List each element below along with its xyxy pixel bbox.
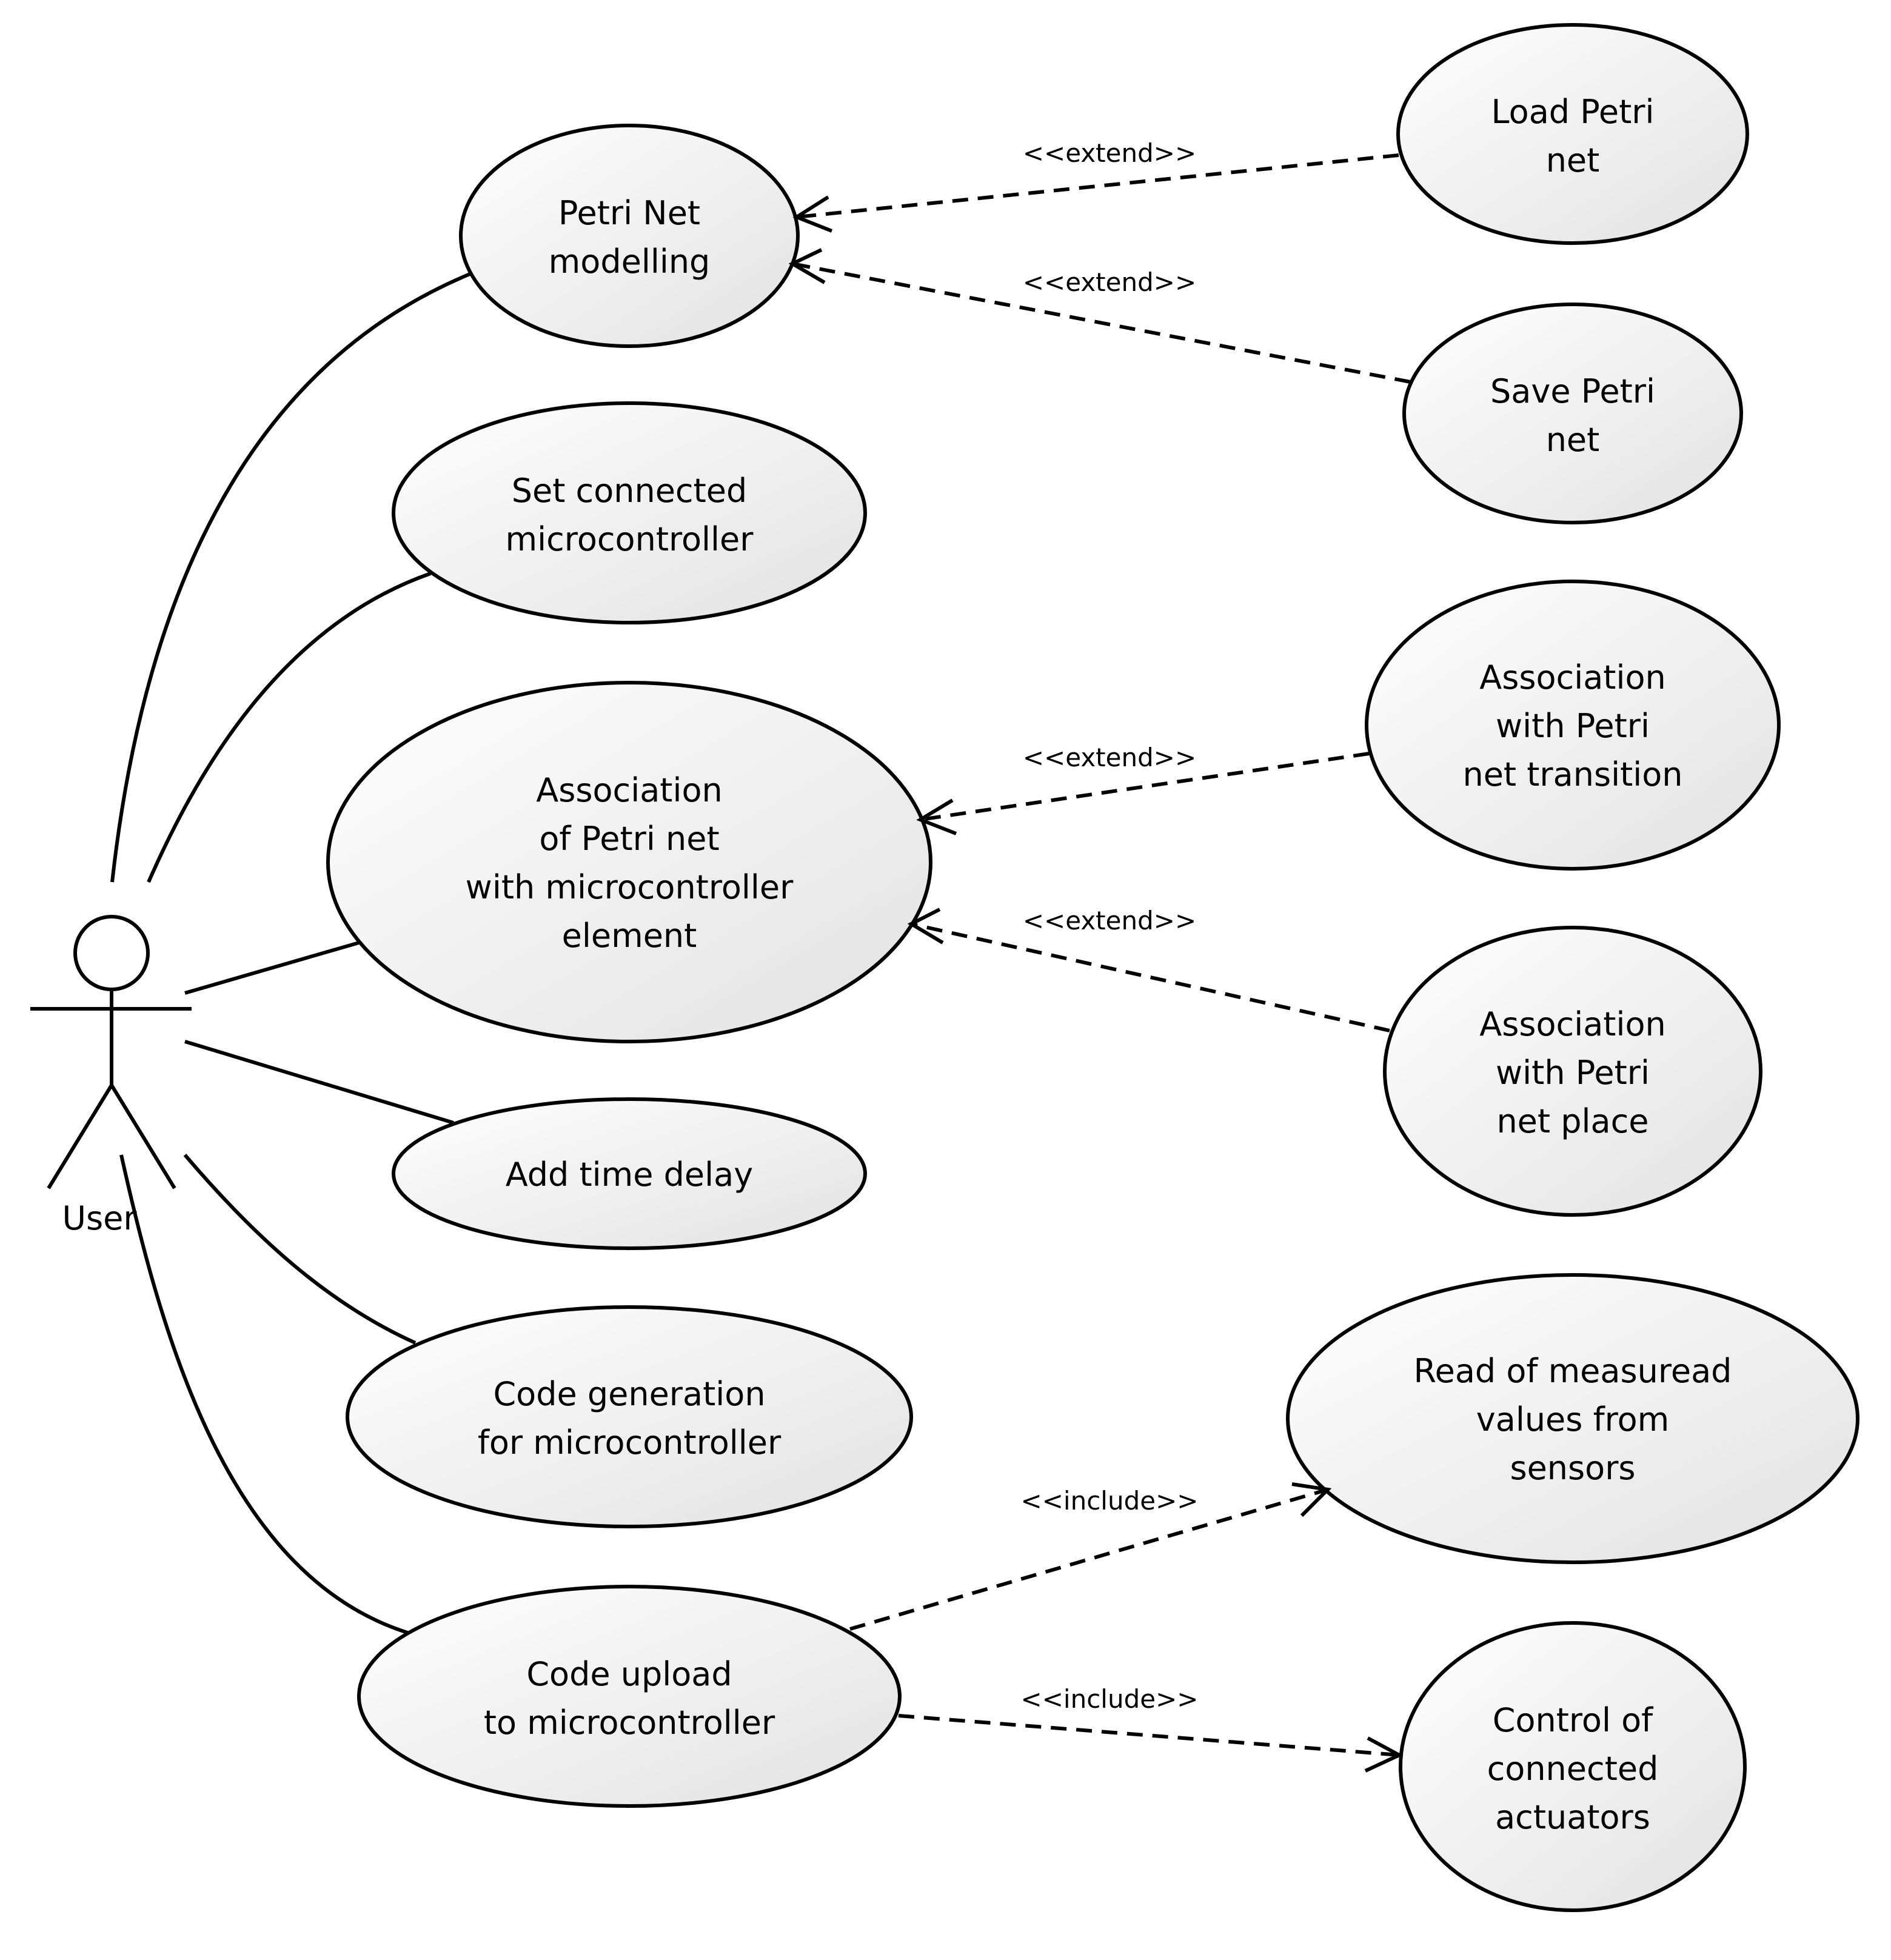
- use-case-save-petri-net[interactable]: Save Petri net: [1402, 303, 1743, 524]
- stereotype-label: <<extend>>: [1023, 743, 1196, 772]
- dependency-line: [792, 262, 1411, 384]
- use-case-label: Save Petri: [1490, 372, 1655, 410]
- use-case-label: Association: [536, 771, 722, 809]
- use-case-label: net: [1546, 421, 1600, 459]
- use-case-label: Control of: [1493, 1701, 1654, 1739]
- use-case-ellipse: [346, 1305, 913, 1528]
- stereotype-label: <<include>>: [1021, 1684, 1199, 1714]
- use-case-label: connected: [1487, 1750, 1659, 1788]
- use-case-label: net place: [1496, 1102, 1648, 1140]
- use-case-label: Set connected: [512, 472, 748, 510]
- use-case-code-upload[interactable]: Code upload to microcontroller: [357, 1585, 902, 1808]
- use-case-control-actuators[interactable]: Control of connected actuators: [1399, 1621, 1747, 1912]
- arrowhead: [916, 798, 957, 835]
- arrowhead: [1364, 1736, 1404, 1773]
- use-case-ellipse: [326, 681, 932, 1043]
- use-case-load-petri-net[interactable]: Load Petri net: [1396, 23, 1749, 245]
- use-case-ellipse: [1402, 303, 1743, 524]
- use-case-ellipse: [1399, 1621, 1747, 1912]
- dependency-save-extend: <<extend>>: [788, 248, 1411, 384]
- use-case-label: with Petri: [1496, 1054, 1650, 1092]
- dependency-transition-extend: <<extend>>: [916, 743, 1370, 835]
- dependency-sensors-include: <<include>>: [849, 1482, 1332, 1631]
- dependency-place-extend: <<extend>>: [907, 906, 1390, 1032]
- use-case-ellipse: [459, 124, 800, 348]
- use-case-petri-modelling[interactable]: Petri Net modelling: [459, 124, 800, 348]
- stereotype-label: <<extend>>: [1023, 906, 1196, 935]
- use-case-label: with microcontroller: [466, 868, 794, 906]
- use-case-label: of Petri net: [539, 820, 719, 858]
- use-case-ellipse: [1286, 1273, 1859, 1564]
- arrowhead: [792, 195, 833, 233]
- use-case-label: to microcontroller: [484, 1704, 775, 1742]
- use-case-label: Load Petri: [1491, 93, 1655, 131]
- use-case-label: net: [1546, 141, 1600, 179]
- use-case-label: with Petri: [1496, 707, 1650, 745]
- use-case-ellipse: [357, 1585, 902, 1808]
- association-time-delay: [184, 1040, 454, 1125]
- use-case-code-generation[interactable]: Code generation for microcontroller: [346, 1305, 913, 1528]
- use-case-label: Association: [1479, 1005, 1665, 1043]
- association-association-element: [184, 941, 360, 995]
- dependency-load-extend: <<extend>>: [792, 138, 1399, 233]
- use-case-label: Code generation: [493, 1375, 765, 1413]
- arrowhead: [907, 908, 944, 945]
- use-case-label: modelling: [549, 242, 711, 281]
- use-case-label: net transition: [1462, 755, 1682, 794]
- use-case-label: values from: [1476, 1400, 1669, 1439]
- use-case-association-element[interactable]: Association of Petri net with microcontr…: [326, 681, 932, 1043]
- actor-user: User: [30, 915, 192, 1237]
- dependency-line: [911, 922, 1390, 1032]
- use-case-label: for microcontroller: [478, 1423, 782, 1462]
- use-case-read-sensors[interactable]: Read of measuread values from sensors: [1286, 1273, 1859, 1564]
- arrowhead: [1291, 1482, 1332, 1517]
- use-case-label: Association: [1479, 658, 1665, 697]
- use-case-label: sensors: [1510, 1449, 1635, 1487]
- use-case-label: Petri Net: [558, 194, 700, 232]
- use-case-label: Read of measuread: [1414, 1352, 1732, 1390]
- stereotype-label: <<extend>>: [1023, 138, 1196, 168]
- dependency-actuators-include: <<include>>: [898, 1684, 1404, 1773]
- association-code-generation: [183, 1154, 417, 1345]
- use-case-ellipse: [1365, 580, 1781, 871]
- actor-label: User: [62, 1199, 137, 1237]
- use-case-time-delay[interactable]: Add time delay: [392, 1097, 867, 1250]
- use-case-set-microcontroller[interactable]: Set connected microcontroller: [392, 401, 867, 624]
- association-code-upload: [119, 1154, 408, 1634]
- use-case-ellipse: [392, 401, 867, 624]
- use-case-label: actuators: [1495, 1798, 1650, 1836]
- stereotype-label: <<extend>>: [1023, 267, 1196, 297]
- actor-left-leg: [47, 1084, 113, 1189]
- association-petri-modelling: [110, 272, 471, 883]
- use-case-association-place[interactable]: Association with Petri net place: [1383, 926, 1762, 1217]
- use-case-ellipse: [1396, 23, 1749, 245]
- use-case-label: element: [562, 917, 697, 955]
- use-case-ellipse: [1383, 926, 1762, 1217]
- actor-right-leg: [110, 1084, 176, 1189]
- use-case-ellipse: [392, 1097, 867, 1250]
- stereotype-label: <<include>>: [1021, 1486, 1199, 1516]
- actor-head: [73, 915, 150, 991]
- use-case-label: microcontroller: [506, 520, 754, 558]
- dependency-line: [849, 1488, 1328, 1631]
- actor-associations: [110, 272, 471, 1634]
- association-set-microcontroller: [147, 572, 431, 883]
- arrowhead: [788, 248, 826, 284]
- use-case-association-transition[interactable]: Association with Petri net transition: [1365, 580, 1781, 871]
- use-case-label: Code upload: [526, 1655, 732, 1693]
- dependency-line: [898, 1714, 1400, 1757]
- use-case-label: Add time delay: [506, 1156, 753, 1194]
